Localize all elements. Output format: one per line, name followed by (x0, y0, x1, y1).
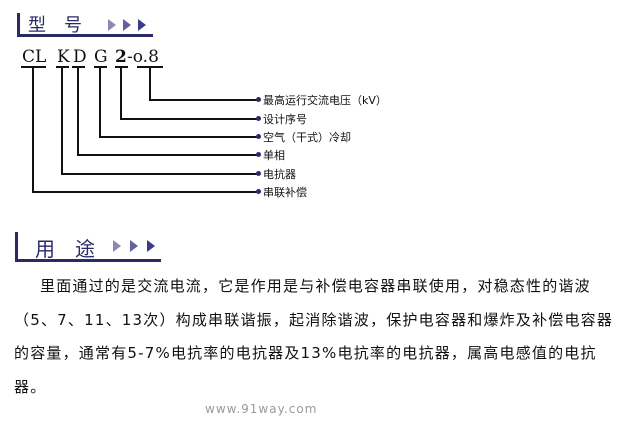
code-cl: CL (22, 47, 47, 67)
connector (61, 67, 63, 174)
connector (77, 67, 79, 155)
header-bar (17, 13, 20, 37)
arrow-icon (123, 19, 131, 31)
connector (99, 67, 101, 137)
code-d: D (73, 47, 87, 67)
connector (32, 191, 257, 193)
bullet-icon (256, 134, 261, 139)
arrow-icon (108, 19, 116, 31)
usage-heading: 用 途 (35, 237, 95, 261)
bullet-icon (256, 189, 261, 194)
connector (149, 99, 257, 101)
bullet-icon (256, 97, 261, 102)
arrow-icon (147, 240, 155, 252)
connector (32, 67, 34, 192)
model-heading: 型 号 (28, 15, 82, 36)
connector (120, 67, 122, 119)
arrow-icon (130, 240, 138, 252)
header-underline (15, 259, 161, 262)
code-g: G (94, 47, 108, 67)
connector (61, 173, 257, 175)
code-voltage: -o.8 (127, 47, 159, 67)
usage-section-header: 用 途 (15, 232, 165, 262)
bullet-icon (256, 152, 261, 157)
usage-paragraph: 里面通过的是交流电流，它是作用是与补偿电容器串联使用，对稳态性的谐波（5、7、1… (14, 277, 614, 396)
header-underline (17, 34, 153, 37)
model-section-header: 型 号 (17, 13, 157, 37)
connector (120, 118, 257, 120)
label-air-cooling: 空气（干式）冷却 (263, 131, 351, 144)
connector (149, 67, 151, 100)
watermark: www.91way.com (205, 402, 318, 416)
arrow-icon (113, 240, 121, 252)
label-design-number: 设计序号 (263, 113, 307, 126)
label-max-voltage: 最高运行交流电压（kV） (263, 94, 387, 107)
code-k: K (57, 47, 70, 67)
connector (77, 154, 257, 156)
connector (99, 136, 257, 138)
bullet-icon (256, 171, 261, 176)
header-bar (15, 232, 18, 262)
bullet-icon (256, 116, 261, 121)
label-series-compensation: 串联补偿 (263, 186, 307, 199)
code-2: 2 (115, 47, 127, 67)
label-single-phase: 单相 (263, 149, 285, 162)
label-reactor: 电抗器 (263, 168, 296, 181)
arrow-icon (138, 19, 146, 31)
